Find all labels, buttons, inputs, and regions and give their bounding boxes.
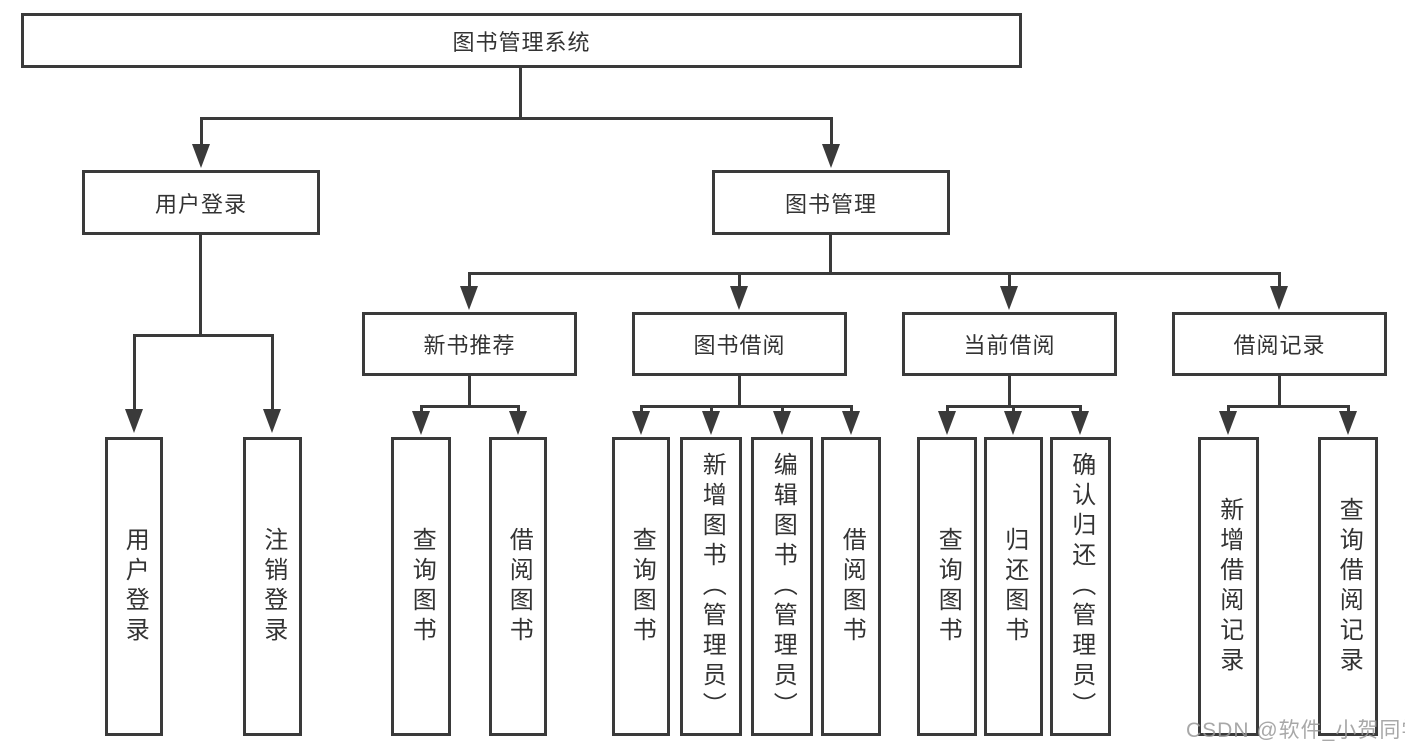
- arrowhead-down-icon: [822, 144, 840, 168]
- connector-leaf-stem: [946, 405, 949, 413]
- connector-book-management-bus: [468, 272, 1281, 275]
- node-label: 当前借阅: [963, 333, 1056, 358]
- leaf-add-books-admin: 新增图书（管理员）: [680, 437, 742, 736]
- node-current-borrowing: 当前借阅: [902, 312, 1117, 376]
- connector-to-user-login: [200, 117, 203, 147]
- connector-to-book-borrow: [738, 272, 741, 288]
- connector-leaf-stem: [1079, 405, 1082, 413]
- connector-leaf-stem: [420, 405, 423, 413]
- node-label: 借阅记录: [1233, 333, 1326, 358]
- connector-book-management-stem: [829, 234, 832, 275]
- arrowhead-down-icon: [773, 411, 791, 435]
- csdn-watermark: CSDN @软件_小贺同学: [1186, 719, 1405, 742]
- leaf-label: 注销登录: [259, 526, 287, 647]
- leaf-logout: 注销登录: [243, 437, 302, 736]
- leaf-label: 确认归还（管理员）: [1067, 451, 1095, 722]
- leaf-query-borrow-record: 查询借阅记录: [1318, 437, 1378, 736]
- connector-leaf-stem: [781, 405, 784, 413]
- connector-new-book-stem: [468, 375, 471, 407]
- connector-leaf-stem: [1227, 405, 1230, 413]
- leaf-label: 用户登录: [121, 526, 149, 647]
- leaf-edit-books-admin: 编辑图书（管理员）: [751, 437, 813, 736]
- leaf-label: 编辑图书（管理员）: [769, 451, 797, 722]
- arrowhead-down-icon: [730, 286, 748, 310]
- connector-borrow-records-bus: [1227, 405, 1349, 408]
- leaf-query-books-current: 查询图书: [917, 437, 977, 736]
- arrowhead-down-icon: [263, 409, 281, 433]
- leaf-label: 查询图书: [934, 526, 962, 647]
- connector-to-book-management: [830, 117, 833, 147]
- leaf-query-books-borrow: 查询图书: [612, 437, 670, 736]
- connector-to-leaf-logout: [271, 334, 274, 412]
- leaf-user-login: 用户登录: [105, 437, 163, 736]
- connector-borrow-records-stem: [1278, 375, 1281, 407]
- connector-to-new-book: [468, 272, 471, 288]
- leaf-confirm-return-admin: 确认归还（管理员）: [1050, 437, 1111, 736]
- connector-leaf-stem: [640, 405, 643, 413]
- node-borrowing-records: 借阅记录: [1172, 312, 1387, 376]
- arrowhead-down-icon: [1004, 411, 1022, 435]
- arrowhead-down-icon: [1270, 286, 1288, 310]
- connector-leaf-stem: [1347, 405, 1350, 413]
- leaf-label: 借阅图书: [505, 526, 533, 647]
- node-label: 图书管理系统: [452, 29, 591, 55]
- connector-to-leaf-login: [133, 334, 136, 412]
- connector-leaf-stem: [850, 405, 853, 413]
- leaf-label: 查询借阅记录: [1335, 496, 1363, 677]
- arrowhead-down-icon: [460, 286, 478, 310]
- arrowhead-down-icon: [412, 411, 430, 435]
- node-book-management: 图书管理: [712, 170, 950, 235]
- arrowhead-down-icon: [632, 411, 650, 435]
- arrowhead-down-icon: [1339, 411, 1357, 435]
- arrowhead-down-icon: [1219, 411, 1237, 435]
- arrowhead-down-icon: [1000, 286, 1018, 310]
- connector-user-login-stem: [199, 234, 202, 337]
- connector-current-borrow-stem: [1008, 375, 1011, 407]
- node-book-borrowing: 图书借阅: [632, 312, 847, 376]
- arrowhead-down-icon: [1071, 411, 1089, 435]
- leaf-label: 新增图书（管理员）: [698, 451, 726, 722]
- leaf-label: 归还图书: [1000, 526, 1028, 647]
- leaf-query-books-recommend: 查询图书: [391, 437, 451, 736]
- arrowhead-down-icon: [702, 411, 720, 435]
- arrowhead-down-icon: [192, 144, 210, 168]
- leaf-label: 借阅图书: [838, 526, 866, 647]
- arrowhead-down-icon: [125, 409, 143, 433]
- node-library-management-system: 图书管理系统: [21, 13, 1022, 68]
- node-user-login: 用户登录: [82, 170, 320, 235]
- arrowhead-down-icon: [509, 411, 527, 435]
- connector-user-login-bus: [133, 334, 274, 337]
- arrowhead-down-icon: [938, 411, 956, 435]
- connector-root-stem: [519, 66, 522, 119]
- connector-book-borrow-stem: [738, 375, 741, 407]
- leaf-return-books: 归还图书: [984, 437, 1043, 736]
- leaf-borrow-books: 借阅图书: [821, 437, 881, 736]
- connector-new-book-bus: [420, 405, 519, 408]
- connector-leaf-stem: [517, 405, 520, 413]
- connector-leaf-stem: [710, 405, 713, 413]
- leaf-add-borrow-record: 新增借阅记录: [1198, 437, 1259, 736]
- node-label: 用户登录: [154, 191, 247, 217]
- connector-leaf-stem: [1012, 405, 1015, 413]
- connector-to-borrow-records: [1278, 272, 1281, 288]
- leaf-label: 新增借阅记录: [1215, 496, 1243, 677]
- arrowhead-down-icon: [842, 411, 860, 435]
- connector-root-bus: [200, 117, 833, 120]
- leaf-borrow-books-recommend: 借阅图书: [489, 437, 547, 736]
- connector-to-current-borrow: [1008, 272, 1011, 288]
- node-label: 图书借阅: [693, 333, 786, 358]
- connector-book-borrow-bus: [640, 405, 852, 408]
- node-label: 图书管理: [784, 191, 877, 217]
- leaf-label: 查询图书: [408, 526, 436, 647]
- node-new-book-recommend: 新书推荐: [362, 312, 577, 376]
- node-label: 新书推荐: [423, 333, 516, 358]
- leaf-label: 查询图书: [628, 526, 656, 647]
